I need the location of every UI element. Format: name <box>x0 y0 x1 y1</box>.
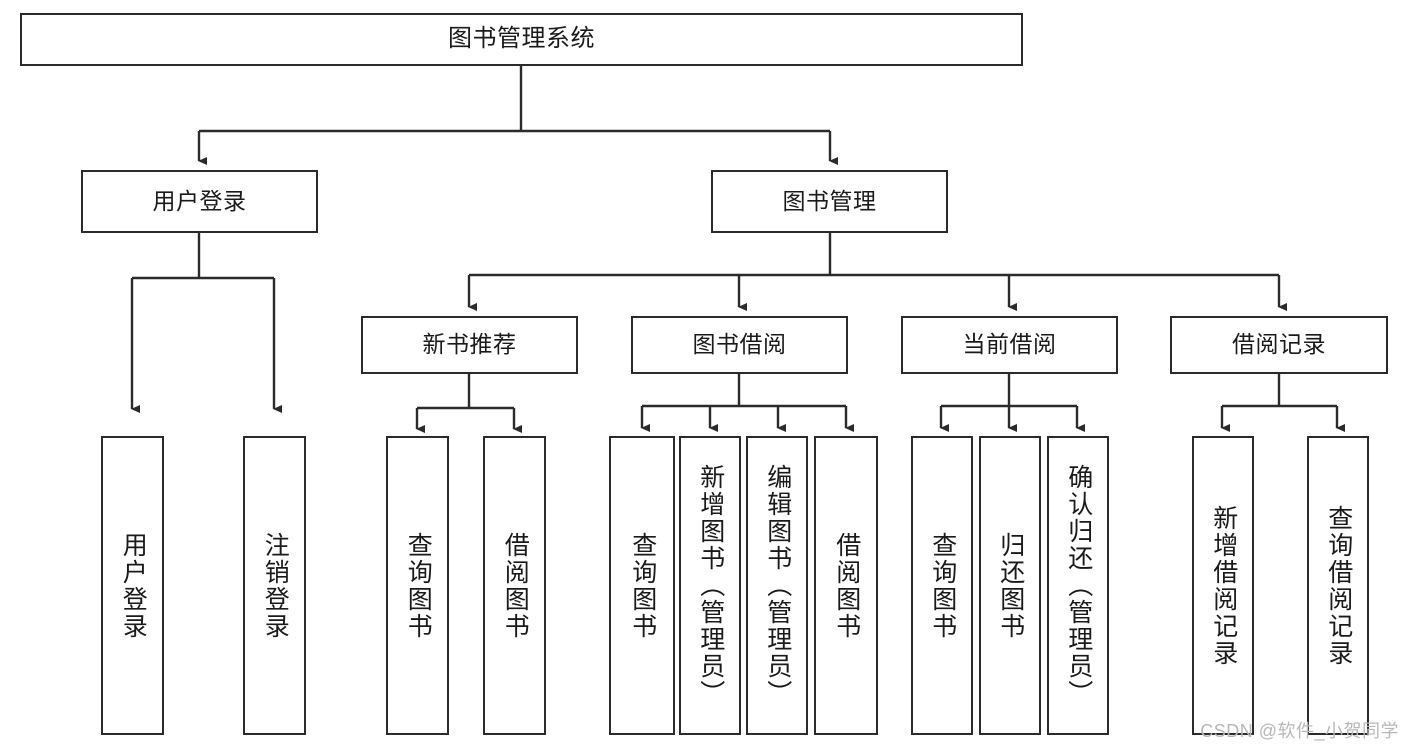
node-leaf-logout-label: 注销登录 <box>261 531 290 640</box>
node-borrow-record[interactable]: 借阅记录 <box>1170 316 1388 374</box>
node-leaf-add-book-admin[interactable]: 新增图书（管理员） <box>679 436 741 735</box>
node-leaf-confirm-return-admin[interactable]: 确认归还（管理员） <box>1047 436 1109 735</box>
node-book-borrow[interactable]: 图书借阅 <box>631 316 848 374</box>
node-book-management-label: 图书管理 <box>782 187 877 214</box>
node-book-borrow-label: 图书借阅 <box>692 331 787 358</box>
node-leaf-recommend-query-book-label: 查询图书 <box>404 531 433 640</box>
node-leaf-recommend-borrow-book[interactable]: 借阅图书 <box>483 436 546 735</box>
node-leaf-current-query-book-label: 查询图书 <box>928 531 957 640</box>
node-leaf-edit-book-admin-label: 编辑图书（管理员） <box>763 464 792 707</box>
node-user-login-label: 用户登录 <box>152 187 247 214</box>
csdn-watermark: CSDN @软件_小贺同学 <box>1200 721 1399 741</box>
node-leaf-current-query-book[interactable]: 查询图书 <box>911 436 973 735</box>
node-leaf-borrow-book[interactable]: 借阅图书 <box>814 436 878 735</box>
node-leaf-user-login-label: 用户登录 <box>119 531 148 640</box>
node-leaf-query-borrow-record[interactable]: 查询借阅记录 <box>1307 436 1369 735</box>
node-leaf-return-book-label: 归还图书 <box>996 531 1025 640</box>
node-borrow-record-label: 借阅记录 <box>1232 331 1326 358</box>
node-new-book-recommend-label: 新书推荐 <box>422 331 517 358</box>
node-current-borrow-label: 当前借阅 <box>962 331 1057 358</box>
node-book-management[interactable]: 图书管理 <box>711 170 948 233</box>
node-leaf-query-borrow-record-label: 查询借阅记录 <box>1324 504 1353 667</box>
node-user-login[interactable]: 用户登录 <box>81 170 318 233</box>
node-leaf-edit-book-admin[interactable]: 编辑图书（管理员） <box>746 436 808 735</box>
node-leaf-borrow-book-label: 借阅图书 <box>832 531 861 640</box>
node-root-system[interactable]: 图书管理系统 <box>20 13 1023 66</box>
node-leaf-return-book[interactable]: 归还图书 <box>979 436 1041 735</box>
node-leaf-borrow-query-book-label: 查询图书 <box>628 531 657 640</box>
node-new-book-recommend[interactable]: 新书推荐 <box>361 316 578 374</box>
node-leaf-recommend-query-book[interactable]: 查询图书 <box>386 436 449 735</box>
node-leaf-add-book-admin-label: 新增图书（管理员） <box>696 464 725 707</box>
node-leaf-logout[interactable]: 注销登录 <box>243 436 306 735</box>
node-leaf-borrow-query-book[interactable]: 查询图书 <box>609 436 675 735</box>
node-leaf-recommend-borrow-book-label: 借阅图书 <box>501 531 530 640</box>
node-root-system-label: 图书管理系统 <box>448 25 595 53</box>
node-leaf-user-login[interactable]: 用户登录 <box>101 436 164 735</box>
node-leaf-confirm-return-admin-label: 确认归还（管理员） <box>1064 464 1093 707</box>
node-leaf-add-borrow-record[interactable]: 新增借阅记录 <box>1192 436 1254 735</box>
node-current-borrow[interactable]: 当前借阅 <box>901 316 1118 374</box>
node-leaf-add-borrow-record-label: 新增借阅记录 <box>1209 504 1238 667</box>
